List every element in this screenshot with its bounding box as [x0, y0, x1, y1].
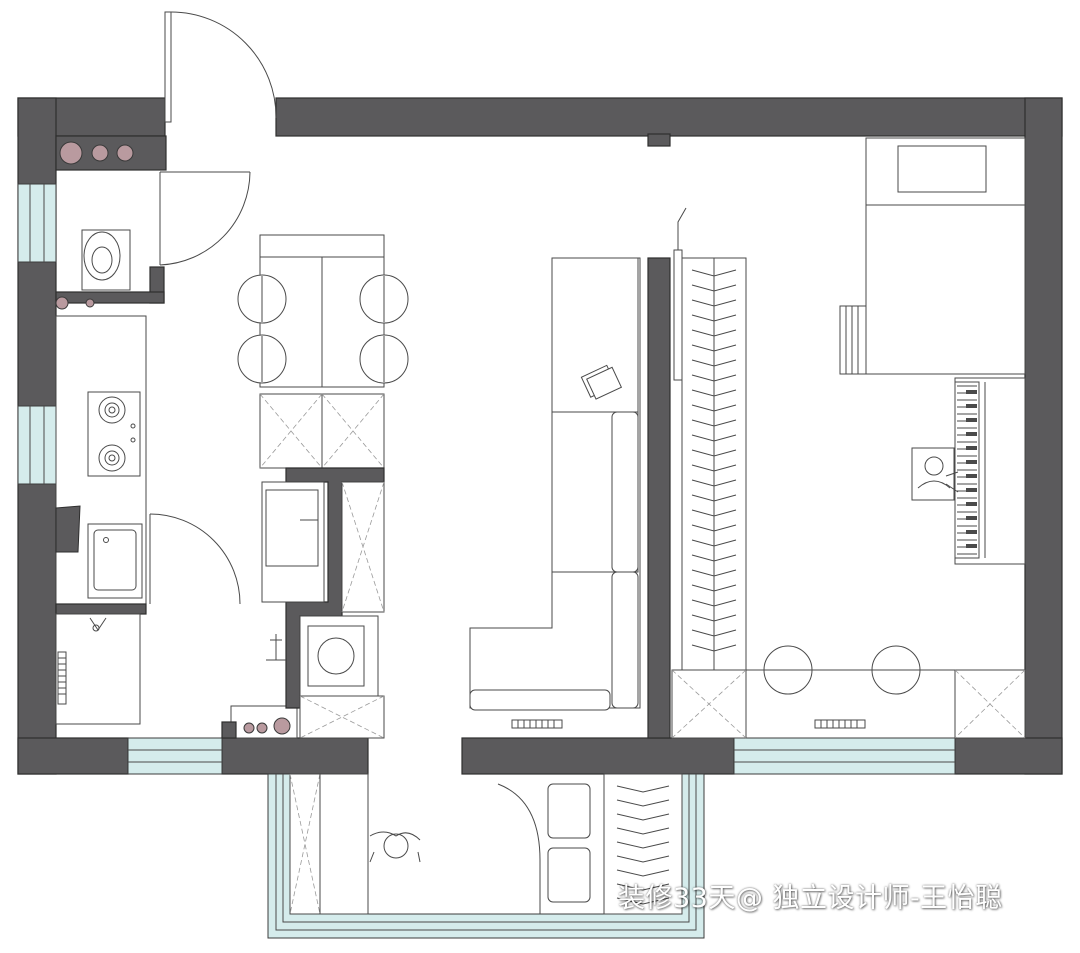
- core-partition: [261, 467, 385, 739]
- hanger-icon: [691, 329, 737, 337]
- hanger-icon: [691, 389, 737, 397]
- window-icon: [17, 405, 57, 485]
- bed-icon: [839, 137, 1026, 375]
- pipe-icon: [91, 144, 109, 162]
- hanger-icon: [691, 524, 737, 532]
- chair-icon: [237, 274, 287, 324]
- hanger-icon: [616, 883, 670, 891]
- hanger-icon: [691, 344, 737, 352]
- toilet-icon: [81, 229, 131, 291]
- window-icon: [17, 183, 57, 263]
- person-icon: [911, 447, 959, 501]
- hanger-icon: [691, 614, 737, 622]
- piano-black-key: [966, 404, 977, 408]
- hanger-icon: [616, 813, 670, 821]
- piano-black-key: [966, 530, 977, 534]
- hanger-icon: [691, 404, 737, 412]
- windows: [17, 183, 956, 775]
- kitchen: [55, 315, 241, 615]
- door-swing-icon: [164, 11, 277, 123]
- person-icon: [369, 831, 421, 863]
- hanger-icon: [616, 869, 670, 877]
- gas-stove-icon: [87, 391, 141, 477]
- wardrobe-icon: [603, 773, 683, 915]
- hanger-icon: [691, 449, 737, 457]
- bar-stool-icon: [763, 645, 813, 695]
- hanger-icon: [691, 434, 737, 442]
- radiator-icon: [57, 651, 67, 705]
- hanger-icon: [616, 855, 670, 863]
- piano-black-key: [966, 544, 977, 548]
- hanger-icon: [616, 799, 670, 807]
- hanger-icon: [691, 464, 737, 472]
- dining: [237, 234, 409, 469]
- divider-wall: [647, 207, 687, 739]
- piano-black-key: [966, 474, 977, 478]
- hanger-icon: [616, 897, 670, 905]
- hanger-icon: [691, 419, 737, 427]
- hanger-icon: [691, 299, 737, 307]
- sink-icon: [87, 523, 143, 599]
- chair-icon: [359, 274, 409, 324]
- window-icon: [127, 737, 223, 775]
- living-area: [469, 257, 866, 729]
- piano-icon: [911, 377, 1026, 565]
- radiator-icon: [814, 719, 866, 729]
- hanger-icon: [691, 539, 737, 547]
- armchair-icon: [547, 774, 605, 914]
- hanger-icon: [691, 314, 737, 322]
- piano-black-key: [966, 488, 977, 492]
- hanger-icon: [691, 359, 737, 367]
- piano-black-key: [966, 502, 977, 506]
- bar-stool-icon: [871, 645, 921, 695]
- hanger-icon: [691, 284, 737, 292]
- hanger-icon: [616, 827, 670, 835]
- hanger-icon: [616, 785, 670, 793]
- hanger-icon: [691, 569, 737, 577]
- washing-machine-icon: [299, 615, 379, 697]
- piano-black-key: [966, 390, 977, 394]
- chair-icon: [359, 334, 409, 384]
- radiator-icon: [511, 719, 563, 729]
- hanger-icon: [691, 494, 737, 502]
- piano-black-key: [966, 432, 977, 436]
- piano-black-key: [966, 460, 977, 464]
- window-icon: [733, 737, 956, 775]
- hanger-icon: [691, 374, 737, 382]
- piano-black-key: [966, 418, 977, 422]
- piano-black-key: [966, 446, 977, 450]
- hanger-icon: [691, 584, 737, 592]
- hanger-icon: [691, 554, 737, 562]
- hanger-icon: [691, 629, 737, 637]
- piano-black-key: [966, 516, 977, 520]
- chair-icon: [237, 334, 287, 384]
- hanger-icon: [691, 479, 737, 487]
- pipe-icon: [116, 144, 134, 162]
- wardrobe-icon: [681, 257, 747, 671]
- watermark-text: 装修33天@ 独立设计师-王怡聪: [618, 883, 1003, 914]
- laundry: [55, 613, 298, 739]
- hanger-icon: [616, 841, 670, 849]
- hanger-icon: [691, 269, 737, 277]
- bedroom-bottom-cabinets: [671, 645, 1026, 739]
- hanger-icon: [691, 644, 737, 652]
- pipe-icon: [59, 141, 83, 165]
- sofa-icon: [469, 257, 641, 711]
- ladder-icon: [839, 305, 867, 375]
- hanger-icon: [691, 509, 737, 517]
- balcony: [267, 773, 705, 939]
- hanger-icon: [691, 599, 737, 607]
